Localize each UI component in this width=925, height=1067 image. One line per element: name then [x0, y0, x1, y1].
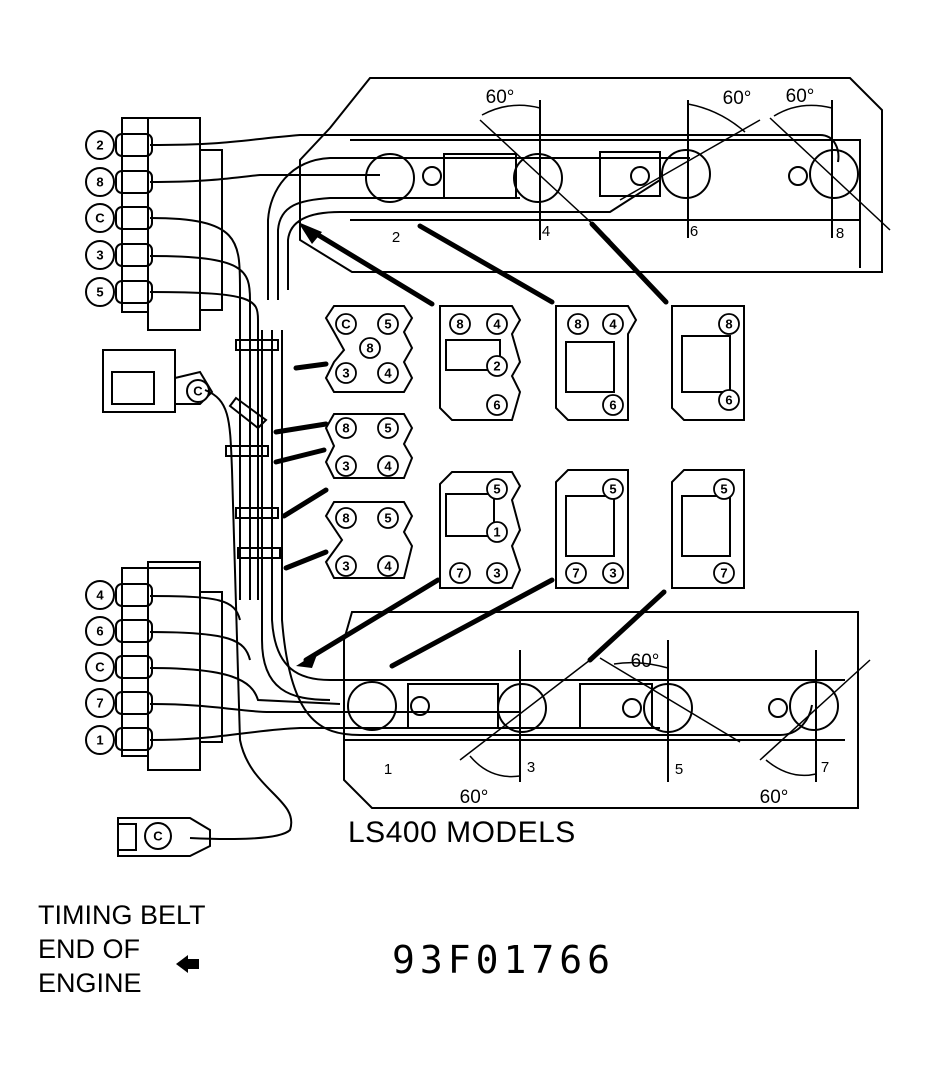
- terminal-1: 1: [96, 733, 103, 748]
- terminal-c-upper: C: [95, 211, 105, 226]
- lower-separators: [439, 469, 745, 589]
- useparator1-4: 4: [493, 317, 501, 332]
- useparator1-6: 6: [493, 398, 500, 413]
- lseparator2-7: 7: [572, 566, 579, 581]
- upper-plug-label-4: 4: [542, 223, 550, 240]
- leader-arrowheads: [296, 222, 322, 668]
- wire-clamp-1: [324, 305, 414, 393]
- lower-plug-label-3: 3: [527, 759, 535, 776]
- useparator2-6: 6: [609, 398, 616, 413]
- terminal-2: 2: [96, 138, 103, 153]
- upper-angle-label-3: 60°: [786, 86, 815, 107]
- timing-belt-orientation-label: TIMING BELT END OF ENGINE: [38, 898, 206, 1000]
- lseparator1-5: 5: [493, 482, 500, 497]
- distributor-lower: [121, 561, 223, 771]
- terminal-4: 4: [96, 588, 104, 603]
- lseparator1-1: 1: [493, 525, 500, 540]
- clamp1-5: 5: [384, 317, 391, 332]
- lseparator3-7: 7: [720, 566, 727, 581]
- useparator2-4: 4: [609, 317, 617, 332]
- upper-terminal-labels: 2 8 C 3 5: [85, 130, 115, 307]
- lseparator2-3: 3: [609, 566, 616, 581]
- upper-bank-head-cover: [299, 77, 891, 273]
- upper-plug-label-2: 2: [392, 229, 400, 246]
- terminal-7: 7: [96, 696, 103, 711]
- useparator3-6: 6: [725, 393, 732, 408]
- model-label: LS400 MODELS: [348, 816, 576, 849]
- figure-code: 93F01766: [392, 938, 616, 982]
- lower-terminal-caps: [115, 583, 153, 751]
- leader-lines: [273, 221, 669, 669]
- lseparator3-5: 5: [720, 482, 727, 497]
- upper-plug-label-8: 8: [836, 225, 844, 242]
- lower-separator-labels: 5 1 7 3 5 7 3 5 7: [449, 478, 735, 584]
- coil-wire-end-label: C: [153, 829, 163, 844]
- terminal-3: 3: [96, 248, 103, 263]
- terminal-c-lower: C: [95, 660, 105, 675]
- lower-plug-label-1: 1: [384, 761, 392, 778]
- terminal-8: 8: [96, 175, 103, 190]
- useparator1-8: 8: [456, 317, 463, 332]
- lseparator2-5: 5: [609, 482, 616, 497]
- clamp1-c: C: [341, 317, 351, 332]
- terminal-6: 6: [96, 624, 103, 639]
- orientation-line-1: TIMING BELT: [38, 900, 206, 930]
- lower-plug-label-5: 5: [675, 761, 683, 778]
- upper-separator-labels: 8 4 2 6 8 4 6 8 6: [449, 313, 740, 416]
- lseparator1-7: 7: [456, 566, 463, 581]
- wire-clamp-labels: C 5 8 3 4 8 5 3 4 8 5 3 4: [335, 313, 399, 577]
- terminal-5: 5: [96, 285, 103, 300]
- clamp2-8: 8: [342, 421, 349, 436]
- wire-clamp-3: [324, 501, 414, 579]
- upper-terminal-caps: [115, 133, 153, 304]
- lseparator1-3: 3: [493, 566, 500, 581]
- clamp1-4: 4: [384, 366, 392, 381]
- clamp1-3: 3: [342, 366, 349, 381]
- clamp3-8: 8: [342, 511, 349, 526]
- coil-wire-end-connector: [117, 817, 211, 857]
- clamp2-5: 5: [384, 421, 391, 436]
- upper-angle-label-2: 60°: [723, 88, 752, 109]
- upper-angle-label-1: 60°: [486, 87, 515, 108]
- wire-clamp-2: [324, 413, 414, 479]
- useparator3-8: 8: [725, 317, 732, 332]
- lower-plug-label-7: 7: [821, 759, 829, 776]
- clamp1-8: 8: [366, 341, 373, 356]
- wire-harness: [149, 134, 840, 841]
- coil-terminal-label: C: [193, 384, 203, 399]
- useparator2-8: 8: [574, 317, 581, 332]
- lower-angle-label-1: 60°: [631, 651, 660, 672]
- clamp2-3: 3: [342, 459, 349, 474]
- clamp3-3: 3: [342, 559, 349, 574]
- lower-angle-label-3: 60°: [760, 787, 789, 808]
- clamp3-4: 4: [384, 559, 392, 574]
- lower-bank-head-cover: [343, 611, 871, 809]
- clamp2-4: 4: [384, 459, 392, 474]
- lower-angle-label-2: 60°: [460, 787, 489, 808]
- left-arrow-icon: [176, 955, 199, 973]
- orientation-line-2: END OF: [38, 934, 141, 964]
- clamp3-5: 5: [384, 511, 391, 526]
- upper-separators: [439, 305, 745, 421]
- upper-plug-label-6: 6: [690, 223, 698, 240]
- useparator1-2: 2: [493, 359, 500, 374]
- coil-wire-end-icon: [144, 822, 172, 850]
- lower-terminal-labels: 4 6 C 7 1: [85, 580, 115, 755]
- orientation-line-3: ENGINE: [38, 968, 142, 998]
